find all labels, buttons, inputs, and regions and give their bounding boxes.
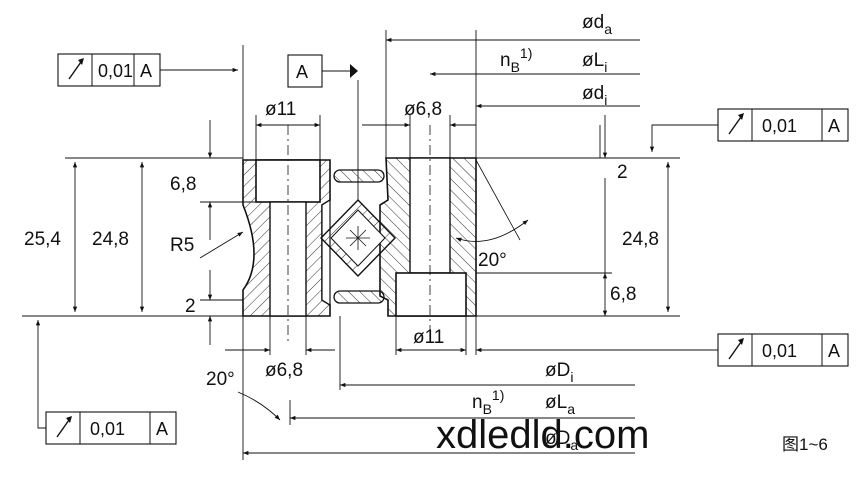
label-nB-sub: B bbox=[511, 59, 520, 75]
tolerance-datum: A bbox=[828, 116, 840, 136]
label-nB-bottom: n bbox=[472, 392, 483, 413]
svg-text:nB1): nB1) bbox=[472, 387, 504, 417]
label-nB-bottom-sub: B bbox=[483, 401, 492, 417]
tolerance-frame-2: 0,01 A bbox=[717, 108, 849, 142]
dim-counterbore-inner: 6,8 bbox=[610, 284, 636, 305]
dimension-lines bbox=[72, 37, 671, 456]
label-Di: øD bbox=[545, 360, 570, 381]
label-Da-sub: a bbox=[570, 437, 578, 453]
inner-counterbore bbox=[395, 272, 467, 317]
label-Li-sub: i bbox=[604, 59, 607, 75]
label-Da: øD bbox=[545, 428, 570, 449]
roller-section bbox=[320, 169, 396, 307]
svg-text:øLa: øLa bbox=[545, 392, 575, 417]
tolerance-frame-4: 0,01 A bbox=[45, 411, 177, 445]
reference-lines bbox=[22, 30, 680, 460]
label-nB: n bbox=[500, 50, 511, 71]
tolerance-datum: A bbox=[828, 341, 840, 361]
seal-bottom bbox=[333, 290, 385, 304]
datum-label: A bbox=[296, 62, 308, 82]
tolerance-value: 0,01 bbox=[98, 61, 133, 81]
tolerance-value: 0,01 bbox=[762, 341, 797, 361]
svg-text:øDa: øDa bbox=[545, 428, 578, 453]
dim-hole-inner-top: ø6,8 bbox=[404, 99, 442, 120]
tolerance-frame-3: 0,01 A bbox=[717, 333, 849, 367]
datum-triangle-icon bbox=[350, 64, 358, 78]
svg-text:nB1): nB1) bbox=[500, 45, 532, 75]
tolerance-datum: A bbox=[156, 419, 168, 439]
dim-radius: R5 bbox=[170, 235, 194, 256]
runout-arrow-icon bbox=[728, 338, 744, 360]
svg-text:ødi: ødi bbox=[582, 83, 607, 108]
label-La: øL bbox=[545, 392, 567, 413]
svg-text:øda: øda bbox=[582, 12, 612, 37]
seal-top bbox=[333, 169, 385, 183]
datum-box: A bbox=[287, 54, 323, 88]
dim-height-inner: 24,8 bbox=[622, 229, 659, 250]
label-nB-sup: 1) bbox=[520, 45, 532, 61]
label-di: ød bbox=[582, 83, 604, 104]
dim-angle-outer: 20° bbox=[206, 369, 235, 390]
inner-ring bbox=[379, 125, 477, 345]
svg-text:øDi: øDi bbox=[545, 360, 573, 385]
watermark: xdledld.com bbox=[436, 413, 649, 457]
dim-step-bottom: 2 bbox=[185, 296, 196, 317]
label-da: ød bbox=[582, 12, 604, 33]
tolerance-datum: A bbox=[140, 61, 152, 81]
dim-hole-inner-bottom: ø11 bbox=[413, 327, 444, 348]
figure-label: 图1~6 bbox=[782, 435, 828, 454]
bottom-labels: øDi nB1) øLa øDa bbox=[472, 360, 578, 453]
tolerance-frame-1: 0,01 A bbox=[57, 53, 161, 87]
runout-arrow-icon bbox=[728, 113, 744, 135]
dim-height-total: 25,4 bbox=[24, 229, 61, 250]
dim-height-outer: 24,8 bbox=[92, 229, 129, 250]
label-La-sub: a bbox=[567, 401, 575, 417]
label-Di-sub: i bbox=[570, 369, 573, 385]
tolerance-value: 0,01 bbox=[90, 419, 125, 439]
dim-angle-inner: 20° bbox=[478, 250, 507, 271]
roller-center-star bbox=[346, 226, 370, 250]
roller-race bbox=[321, 198, 331, 307]
inner-hole bbox=[409, 157, 451, 274]
dim-hole-outer-top: ø11 bbox=[265, 99, 296, 120]
dim-step-top: 2 bbox=[617, 162, 628, 183]
label-di-sub: i bbox=[604, 92, 607, 108]
dimension-labels: ø11 ø6,8 ø6,8 ø11 25,4 24,8 24,8 6,8 6,8… bbox=[24, 99, 659, 390]
runout-arrow-icon bbox=[56, 416, 72, 438]
runout-arrow-icon bbox=[68, 58, 84, 80]
dim-hole-outer-bottom: ø6,8 bbox=[265, 360, 303, 381]
svg-text:øLi: øLi bbox=[582, 50, 607, 75]
dim-counterbore-outer: 6,8 bbox=[170, 174, 196, 195]
outer-ring bbox=[242, 125, 331, 345]
label-da-sub: a bbox=[604, 21, 612, 37]
label-Li: øL bbox=[582, 50, 604, 71]
label-nB-bottom-sup: 1) bbox=[492, 387, 504, 403]
tolerance-value: 0,01 bbox=[762, 116, 797, 136]
right-labels: øda nB1) øLi ødi bbox=[500, 12, 612, 108]
